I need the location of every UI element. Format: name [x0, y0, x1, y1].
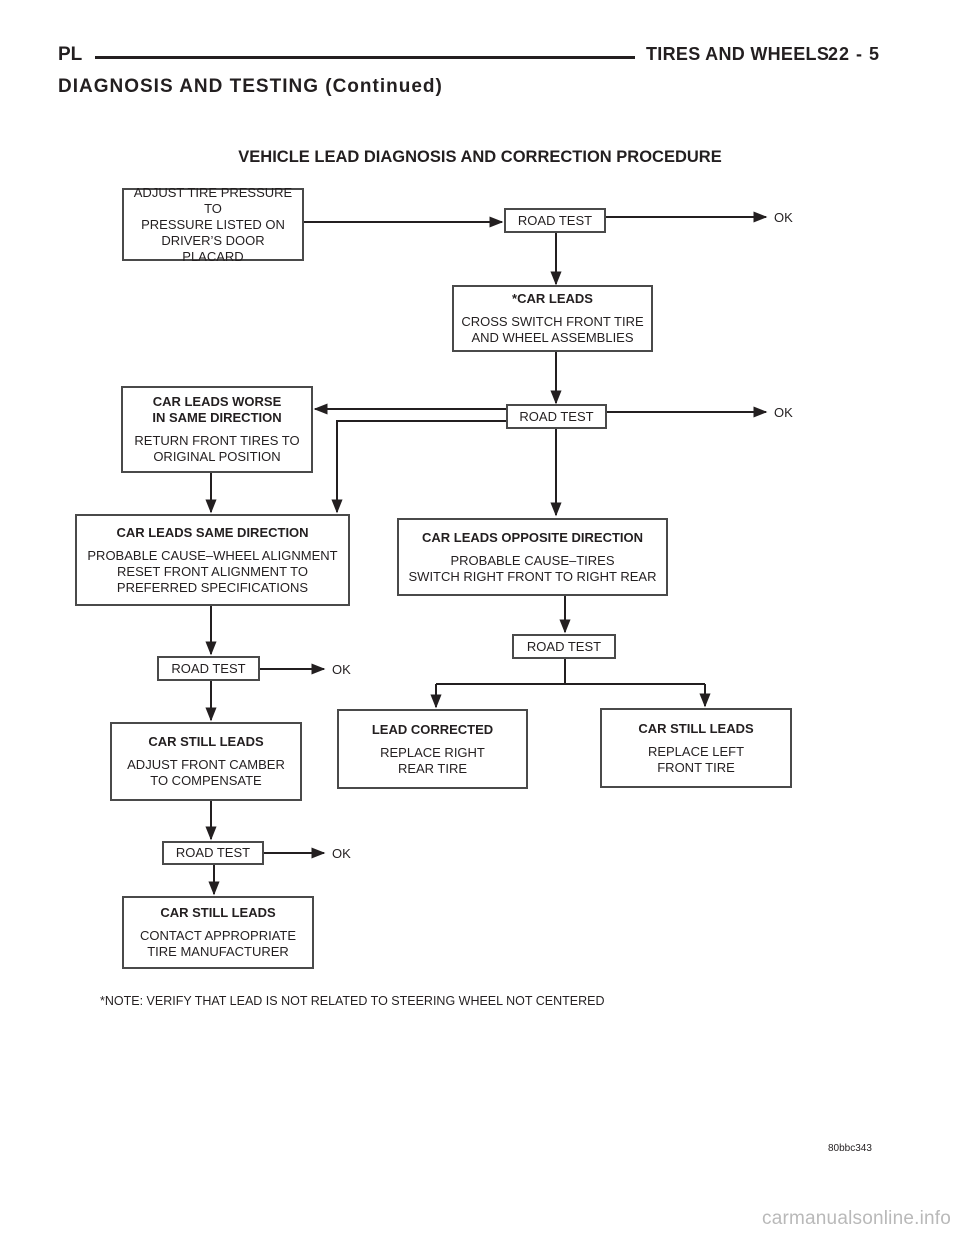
- ok-label-3: OK: [332, 662, 351, 677]
- leads-worse-line-2: ORIGINAL POSITION: [153, 449, 281, 464]
- still-leads-left-heading: CAR STILL LEADS: [638, 720, 754, 736]
- road-test-box-5: ROAD TEST: [512, 634, 616, 659]
- car-leads-line-1: CROSS SWITCH FRONT TIRE: [461, 314, 644, 329]
- still-leads-camber-line-1: ADJUST FRONT CAMBER: [127, 757, 285, 772]
- chapter-title: TIRES AND WHEELS: [646, 44, 830, 64]
- still-leads-camber-line-2: TO COMPENSATE: [150, 773, 262, 788]
- adjust-pressure-box: ADJUST TIRE PRESSURE TO PRESSURE LISTED …: [122, 184, 304, 264]
- leads-worse-line-1: RETURN FRONT TIRES TO: [134, 433, 300, 448]
- road-test-box-3: ROAD TEST: [157, 656, 260, 681]
- car-leads-line-2: AND WHEEL ASSEMBLIES: [471, 330, 634, 345]
- still-leads-left-box: CAR STILL LEADS REPLACE LEFT FRONT TIRE: [600, 708, 792, 788]
- opposite-direction-heading: CAR LEADS OPPOSITE DIRECTION: [421, 529, 644, 545]
- road-test-label: ROAD TEST: [517, 212, 593, 228]
- adjust-pressure-line-3: DRIVER’S DOOR PLACARD: [161, 232, 265, 264]
- same-direction-line-1: PROBABLE CAUSE–WHEEL ALIGNMENT: [87, 547, 338, 563]
- footnote: *NOTE: VERIFY THAT LEAD IS NOT RELATED T…: [100, 994, 605, 1008]
- still-leads-camber-box: CAR STILL LEADS ADJUST FRONT CAMBER TO C…: [110, 722, 302, 801]
- road-test-label: ROAD TEST: [175, 845, 251, 860]
- still-leads-manufacturer-line-1: CONTACT APPROPRIATE: [139, 928, 297, 943]
- lead-corrected-box: LEAD CORRECTED REPLACE RIGHT REAR TIRE: [337, 709, 528, 789]
- watermark: carmanualsonline.info: [762, 1208, 952, 1229]
- still-leads-manufacturer-heading: CAR STILL LEADS: [160, 905, 276, 920]
- section-title: DIAGNOSIS AND TESTING (Continued): [58, 76, 443, 97]
- lead-corrected-heading: LEAD CORRECTED: [371, 721, 494, 737]
- still-leads-manufacturer-box: CAR STILL LEADS CONTACT APPROPRIATE TIRE…: [122, 896, 314, 969]
- still-leads-camber-heading: CAR STILL LEADS: [148, 734, 264, 749]
- lead-corrected-line-1: REPLACE RIGHT: [380, 744, 485, 760]
- arrow-roadtest2-same: [331, 420, 506, 514]
- ok-label-4: OK: [332, 846, 351, 861]
- manual-code: PL: [58, 44, 83, 65]
- diagram-title: VEHICLE LEAD DIAGNOSIS AND CORRECTION PR…: [238, 148, 722, 166]
- still-leads-left-line-2: FRONT TIRE: [657, 759, 735, 775]
- road-test-box-1: ROAD TEST: [504, 208, 606, 233]
- still-leads-manufacturer-line-2: TIRE MANUFACTURER: [147, 944, 289, 959]
- leads-worse-box: CAR LEADS WORSE IN SAME DIRECTION RETURN…: [121, 386, 313, 473]
- car-leads-box: *CAR LEADS CROSS SWITCH FRONT TIRE AND W…: [452, 285, 653, 352]
- opposite-direction-line-2: SWITCH RIGHT FRONT TO RIGHT REAR: [408, 568, 657, 584]
- opposite-direction-box: CAR LEADS OPPOSITE DIRECTION PROBABLE CA…: [397, 518, 668, 596]
- road-test-label: ROAD TEST: [519, 408, 594, 424]
- ok-label-2: OK: [774, 405, 793, 420]
- still-leads-left-line-1: REPLACE LEFT: [647, 743, 745, 759]
- road-test-label: ROAD TEST: [171, 660, 246, 676]
- leads-worse-heading-1: CAR LEADS WORSE: [152, 394, 282, 409]
- adjust-pressure-line-1: ADJUST TIRE PRESSURE TO: [133, 184, 293, 216]
- adjust-pressure-line-2: PRESSURE LISTED ON: [141, 216, 285, 232]
- car-leads-heading: *CAR LEADS: [512, 291, 593, 306]
- ok-label-1: OK: [774, 210, 793, 225]
- opposite-direction-line-1: PROBABLE CAUSE–TIRES: [450, 552, 615, 568]
- same-direction-heading: CAR LEADS SAME DIRECTION: [116, 524, 309, 540]
- header-rule: [95, 56, 635, 59]
- road-test-box-2: ROAD TEST: [506, 404, 607, 429]
- road-test-box-4: ROAD TEST: [162, 841, 264, 865]
- same-direction-line-3: PREFERRED SPECIFICATIONS: [116, 579, 309, 595]
- lead-corrected-line-2: REAR TIRE: [397, 760, 468, 776]
- page-number: 22 - 5: [828, 44, 881, 64]
- same-direction-box: CAR LEADS SAME DIRECTION PROBABLE CAUSE–…: [75, 514, 350, 606]
- leads-worse-heading-2: IN SAME DIRECTION: [152, 410, 282, 425]
- figure-id: 80bbc343: [828, 1143, 872, 1154]
- same-direction-line-2: RESET FRONT ALIGNMENT TO: [117, 563, 308, 579]
- road-test-label: ROAD TEST: [526, 638, 602, 654]
